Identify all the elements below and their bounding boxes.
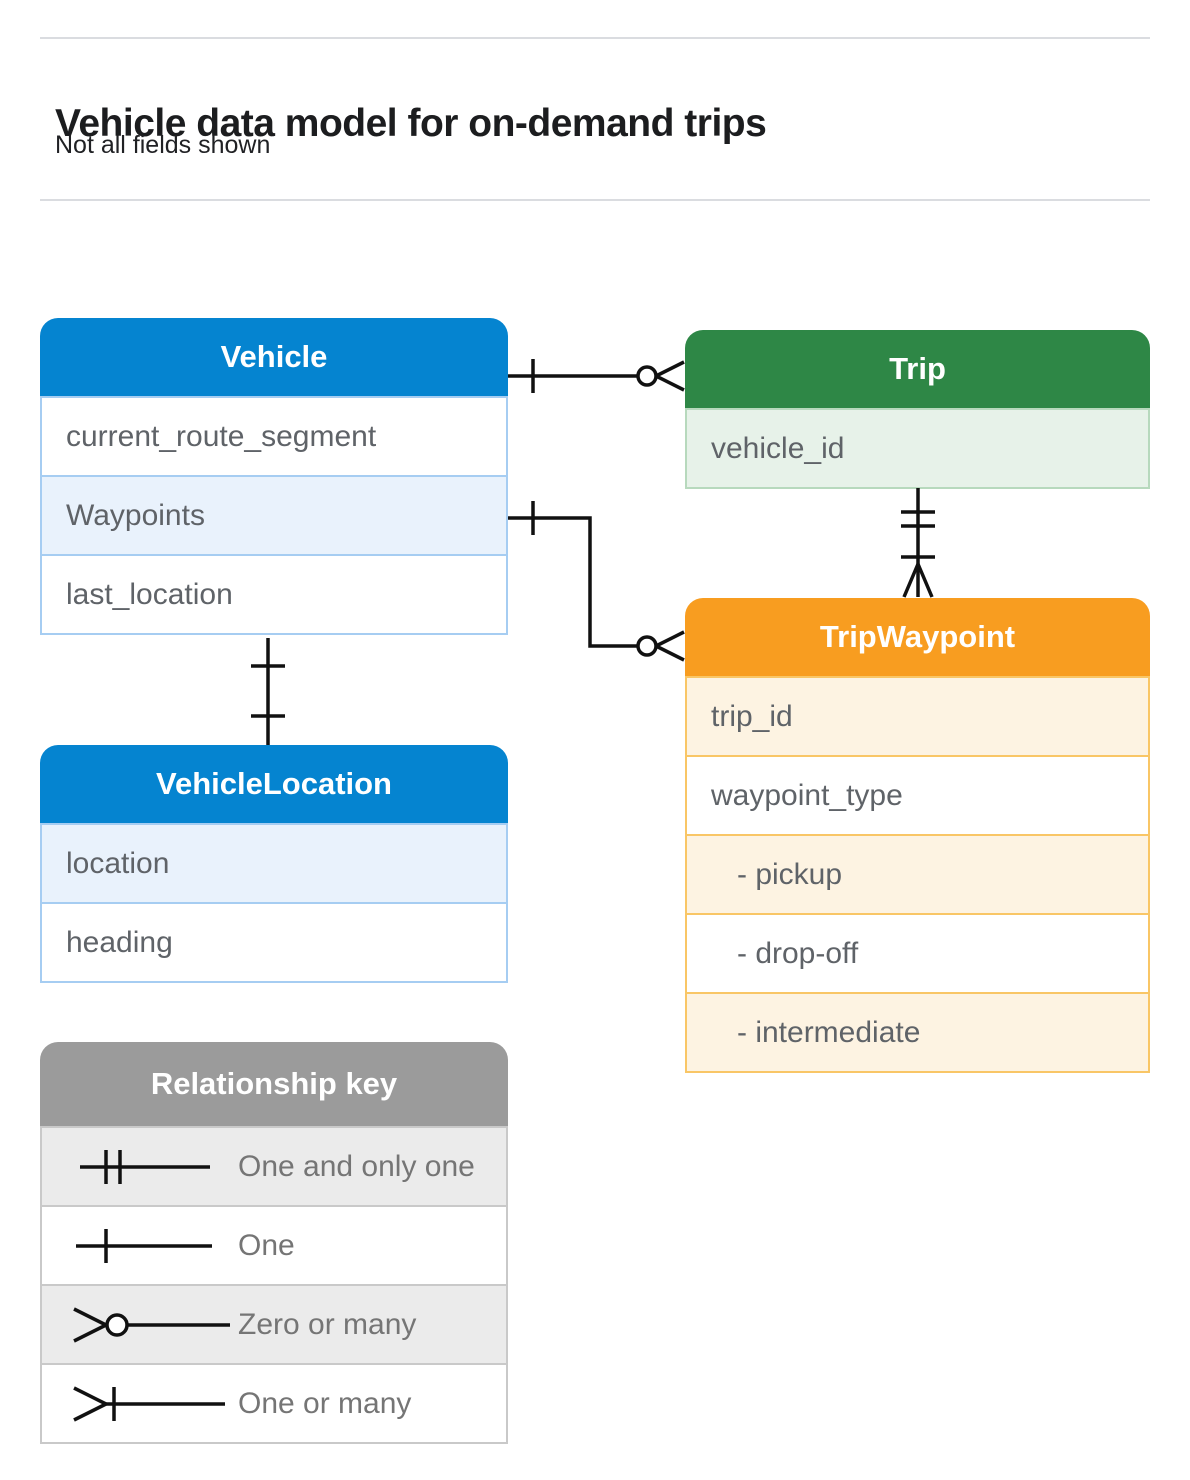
connector-trip-tripwaypoint [901,488,935,598]
field-current-route-segment: current_route_segment [40,396,508,477]
field-location: location [40,823,508,904]
page-title: Vehicle data model for on-demand trips [55,102,767,146]
connector-vehicle-trip [508,359,685,393]
legend-label: Zero or many [238,1307,417,1341]
entity-trip: Trip vehicle_id [685,330,1150,489]
entity-vehicle-location: VehicleLocation location heading [40,745,508,983]
field-trip-id: trip_id [685,676,1150,757]
one-or-many-icon [73,1385,225,1422]
enum-intermediate: - intermediate [685,994,1150,1073]
field-waypoint-type: waypoint_type [685,757,1150,836]
legend-label: One [238,1228,295,1262]
entity-vehicle-location-header: VehicleLocation [40,745,508,823]
legend-item-zero-or-many: Zero or many [40,1286,508,1365]
field-heading: heading [40,904,508,983]
zero-or-many-icon [73,1306,230,1343]
legend-label: One and only one [238,1149,475,1183]
one-and-only-one-icon [80,1149,210,1184]
legend-item-one-or-many: One or many [40,1365,508,1444]
connector-vehicle-vehiclelocation [251,638,285,745]
entity-trip-waypoint: TripWaypoint trip_id waypoint_type - pic… [685,598,1150,1073]
one-icon [76,1228,212,1263]
legend-item-one-and-only-one: One and only one [40,1126,508,1207]
field-waypoints: Waypoints [40,477,508,556]
entity-vehicle: Vehicle current_route_segment Waypoints … [40,318,508,635]
enum-drop-off: - drop-off [685,915,1150,994]
field-last-location: last_location [40,556,508,635]
connector-waypoints-tripwaypoint [508,501,685,662]
relationship-key: Relationship key One and only one One Ze [40,1042,508,1444]
field-vehicle-id: vehicle_id [685,408,1150,489]
entity-vehicle-header: Vehicle [40,318,508,396]
entity-trip-header: Trip [685,330,1150,408]
header-divider [40,199,1150,201]
enum-pickup: - pickup [685,836,1150,915]
page-subtitle: Not all fields shown [55,131,271,159]
entity-trip-waypoint-header: TripWaypoint [685,598,1150,676]
relationship-key-header: Relationship key [40,1042,508,1126]
top-divider [40,37,1150,39]
legend-item-one: One [40,1207,508,1286]
legend-label: One or many [238,1386,412,1420]
